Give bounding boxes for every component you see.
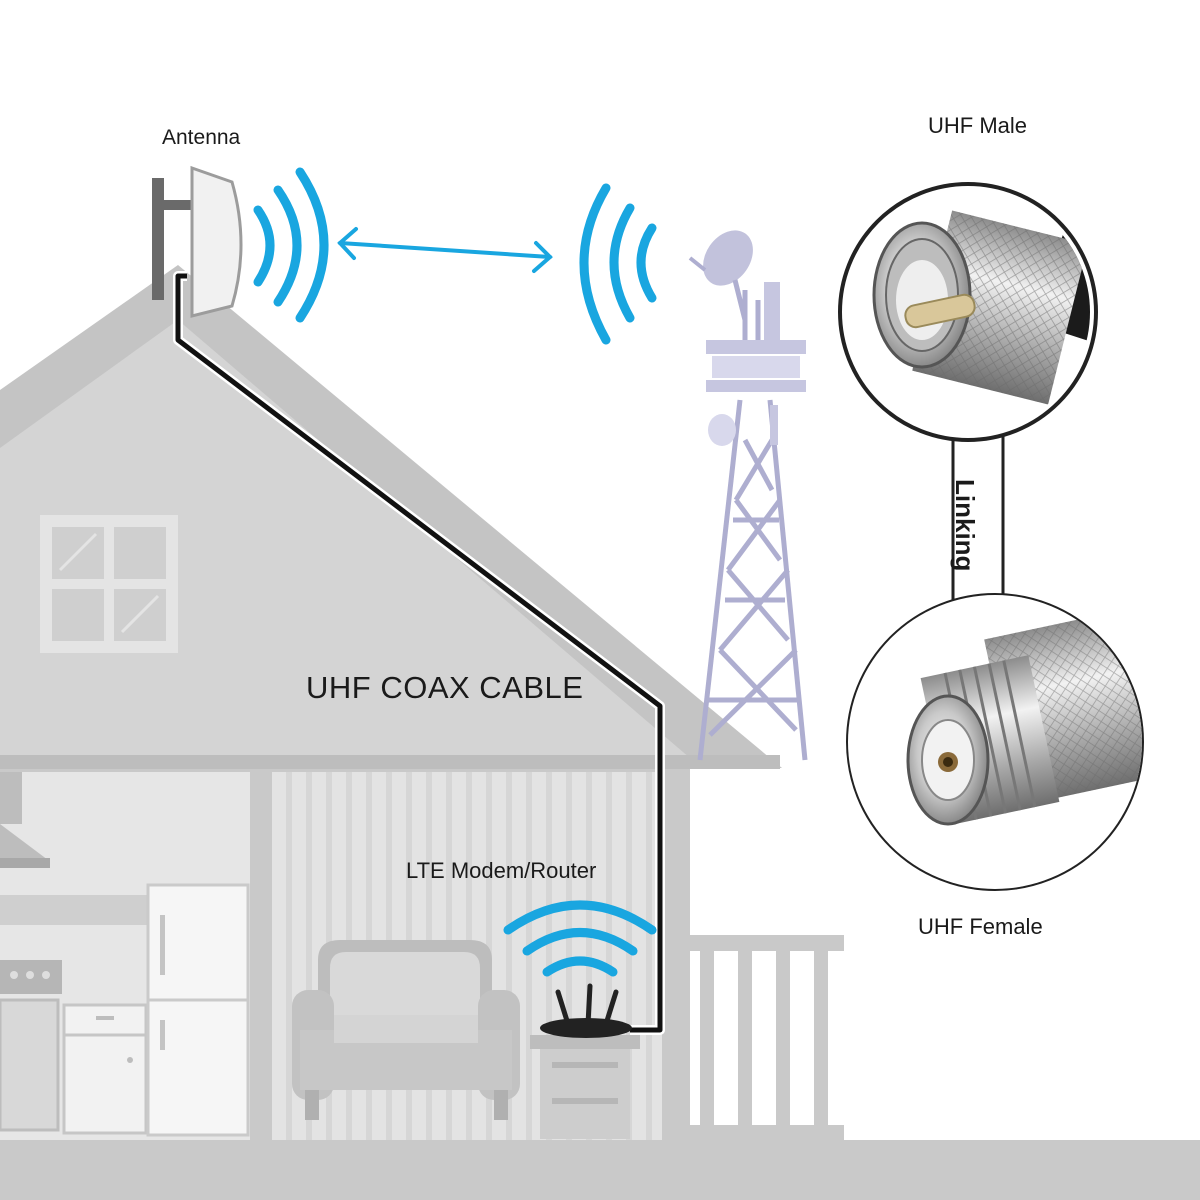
tower-top <box>706 282 806 446</box>
uhf-male-connector-icon <box>838 182 1098 442</box>
wifi-icon <box>503 900 657 977</box>
router-icon <box>540 983 632 1038</box>
antenna-label: Antenna <box>162 126 241 149</box>
side-table <box>530 1035 640 1139</box>
antenna-icon <box>152 165 243 318</box>
kitchen <box>0 772 250 1140</box>
signal-wave-icon <box>253 167 657 345</box>
coax-cable-line <box>175 273 663 1033</box>
cable-label: UHF COAX CABLE <box>306 670 584 705</box>
house <box>0 265 1200 1200</box>
living-room <box>272 772 662 1140</box>
modem-label: LTE Modem/Router <box>406 858 597 883</box>
uhf-female-label: UHF Female <box>918 914 1043 939</box>
satellite-dish-icon <box>688 230 753 321</box>
bidirectional-arrow-icon <box>337 227 553 273</box>
armchair <box>292 940 520 1120</box>
uhf-male-label: UHF Male <box>928 113 1028 138</box>
linking-label: Linking <box>950 479 980 572</box>
house-window <box>40 515 178 653</box>
uhf-female-connector-icon <box>846 593 1144 891</box>
porch-fence <box>684 935 844 1140</box>
